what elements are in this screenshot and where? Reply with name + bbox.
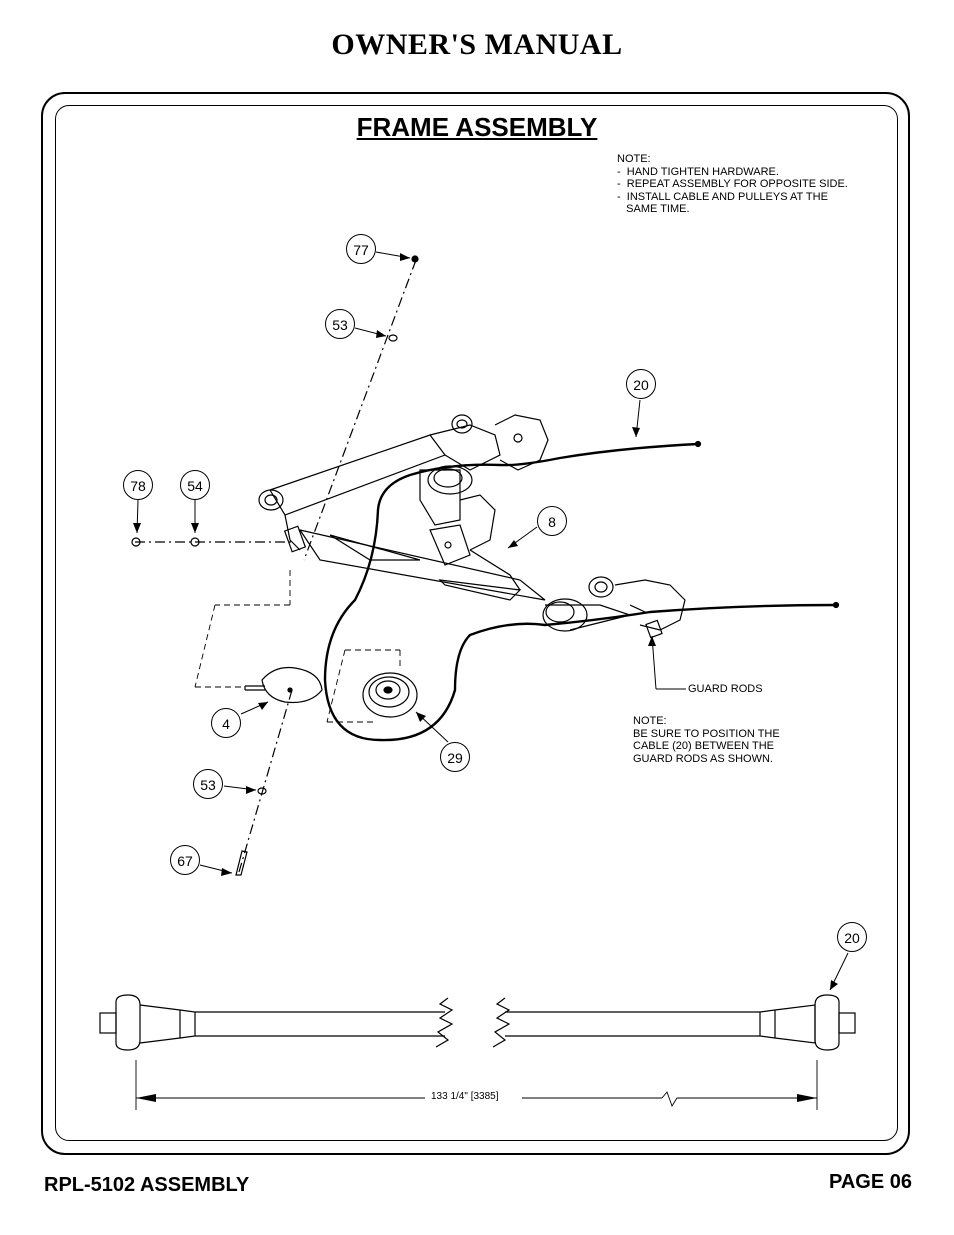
manual-title: OWNER'S MANUAL bbox=[331, 28, 623, 61]
note-line: CABLE (20) BETWEEN THE bbox=[633, 740, 774, 752]
page-frame-inner bbox=[55, 105, 898, 1141]
note-line: GUARD RODS AS SHOWN. bbox=[633, 752, 773, 765]
lower-axis-line bbox=[238, 689, 293, 873]
callout-20-detail: 20 bbox=[837, 922, 867, 952]
cable-position-note: NOTE: BE SURE TO POSITION THE CABLE (20)… bbox=[633, 715, 780, 765]
note-line: - INSTALL CABLE AND PULLEYS AT THE bbox=[617, 190, 828, 203]
page-frame-outer bbox=[41, 92, 910, 1155]
callout-77: 77 bbox=[346, 234, 376, 264]
right-pulley-cluster bbox=[542, 576, 686, 639]
callout-53-upper: 53 bbox=[325, 309, 355, 339]
cable-detail bbox=[99, 994, 856, 1051]
pulley-cover-4 bbox=[244, 666, 323, 704]
callout-67: 67 bbox=[170, 845, 200, 875]
section-title: FRAME ASSEMBLY bbox=[356, 112, 598, 142]
note-line: SAME TIME. bbox=[617, 203, 690, 215]
footer-model-assembly: RPL-5102 ASSEMBLY bbox=[44, 1174, 250, 1196]
note-line: - REPEAT ASSEMBLY FOR OPPOSITE SIDE. bbox=[617, 178, 848, 190]
callout-53-lower: 53 bbox=[193, 769, 223, 799]
note-line: NOTE: bbox=[633, 715, 667, 727]
construction-lines bbox=[194, 570, 401, 723]
assembly-note-top: NOTE: - HAND TIGHTEN HARDWARE. - REPEAT … bbox=[617, 153, 848, 216]
leader-lines bbox=[136, 251, 849, 991]
note-line: - HAND TIGHTEN HARDWARE. bbox=[617, 165, 779, 178]
note-line: NOTE: bbox=[617, 153, 651, 165]
callout-4: 4 bbox=[211, 708, 241, 738]
dimension-line bbox=[135, 1060, 818, 1110]
dimension-arrowheads bbox=[136, 1094, 817, 1102]
cable-20-routing bbox=[323, 442, 837, 742]
lower-crossbar bbox=[298, 529, 546, 601]
upper-axis-line bbox=[303, 259, 417, 561]
callout-8: 8 bbox=[537, 506, 567, 536]
center-brackets bbox=[419, 469, 521, 591]
callout-20-cable: 20 bbox=[626, 369, 656, 399]
callout-54: 54 bbox=[180, 470, 210, 500]
pulley-29 bbox=[362, 672, 418, 718]
main-frame-tube bbox=[258, 414, 549, 553]
note-line: BE SURE TO POSITION THE bbox=[633, 727, 780, 740]
callout-78: 78 bbox=[123, 470, 153, 500]
leader-arrowheads bbox=[133, 253, 838, 990]
guard-rods-label: GUARD RODS bbox=[688, 683, 763, 695]
hardware bbox=[131, 255, 419, 876]
footer-page-number: PAGE 06 bbox=[829, 1171, 912, 1193]
cable-length-dimension: 133 1/4" [3385] bbox=[428, 1091, 502, 1102]
callout-29: 29 bbox=[440, 742, 470, 772]
